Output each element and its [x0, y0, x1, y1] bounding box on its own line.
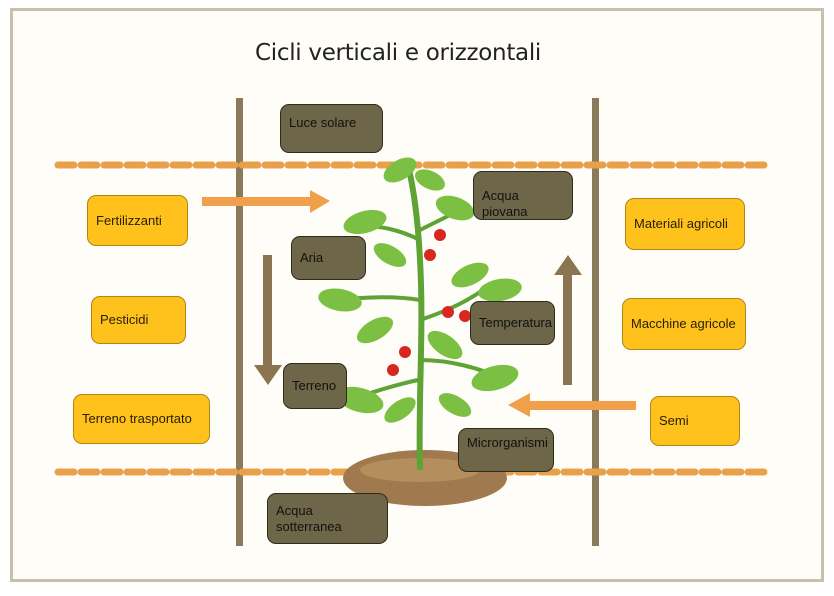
leaf: [373, 243, 407, 267]
leaf: [471, 364, 519, 392]
factor-acqua-piovana: Acqua piovana: [473, 171, 573, 220]
leaf: [427, 330, 463, 360]
factor-acqua-sotterranea: Acqua sotterranea: [267, 493, 388, 544]
arrow-left-orange: [508, 393, 636, 417]
input-pesticidi: Pesticidi: [91, 296, 186, 344]
factor-luce-solare: Luce solare: [280, 104, 383, 153]
leaf: [438, 393, 472, 417]
arrow-down-brown: [254, 255, 282, 385]
right-vertical-post: [592, 98, 599, 546]
leaf: [318, 288, 362, 312]
leaf: [356, 316, 394, 344]
arrow-up-brown: [554, 255, 582, 385]
leaf: [343, 209, 387, 235]
tomato: [387, 364, 399, 376]
tomato: [459, 310, 471, 322]
tomato: [442, 306, 454, 318]
leaf: [415, 169, 445, 191]
input-macchine-agricole: Macchine agricole: [622, 298, 746, 350]
factor-aria: Aria: [291, 236, 366, 280]
arrow-right-orange: [202, 190, 330, 213]
tomato: [424, 249, 436, 261]
leaf: [435, 195, 475, 221]
input-terreno-trasportato: Terreno trasportato: [73, 394, 210, 444]
diagram-title: Cicli verticali e orizzontali: [255, 40, 542, 66]
leaf: [336, 386, 384, 414]
tomato: [434, 229, 446, 241]
tomato: [399, 346, 411, 358]
factor-temperatura: Temperatura: [470, 301, 555, 345]
factor-terreno: Terreno: [283, 363, 347, 409]
input-fertilizzanti: Fertilizzanti: [87, 195, 188, 246]
leaf: [478, 278, 522, 302]
plant-illustration: [318, 157, 522, 471]
left-vertical-post: [236, 98, 243, 546]
leaf: [451, 262, 489, 288]
factor-microrganismi: Microrganismi: [458, 428, 554, 472]
leaf: [384, 397, 416, 423]
input-semi: Semi: [650, 396, 740, 446]
plant-stem: [405, 164, 425, 471]
input-materiali-agricoli: Materiali agricoli: [625, 198, 745, 250]
leaf: [383, 157, 417, 183]
